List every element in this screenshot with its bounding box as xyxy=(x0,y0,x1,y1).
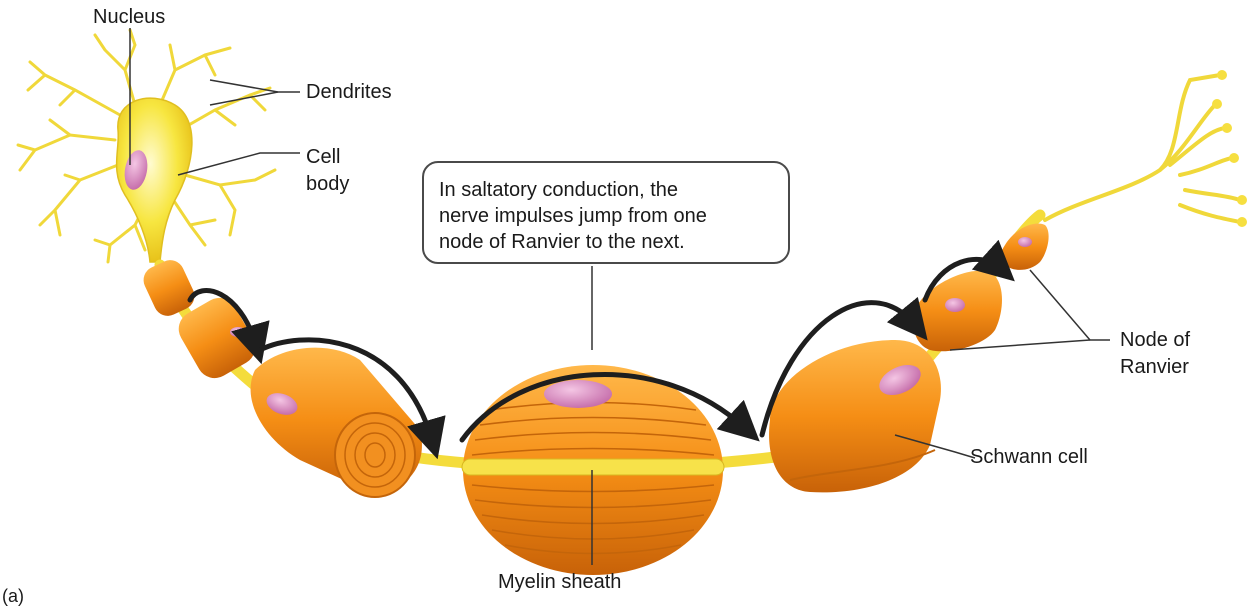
myelin-segment-2 xyxy=(251,348,422,497)
label-node-1: Node of xyxy=(1120,328,1190,352)
label-schwann-cell: Schwann cell xyxy=(970,445,1088,469)
callout-line-3: node of Ranvier to the next. xyxy=(439,229,774,255)
label-nucleus: Nucleus xyxy=(93,5,165,29)
label-node-2: Ranvier xyxy=(1120,355,1189,379)
callout-line-2: nerve impulses jump from one xyxy=(439,203,774,229)
callout-line-1: In saltatory conduction, the xyxy=(439,177,774,203)
myelin-segment-3 xyxy=(462,365,724,575)
label-cell-body-1: Cell xyxy=(306,145,340,169)
axon-terminals xyxy=(1045,75,1240,222)
label-dendrites: Dendrites xyxy=(306,80,392,104)
label-cell-body-2: body xyxy=(306,172,349,196)
panel-letter: (a) xyxy=(2,586,24,606)
terminal-buttons xyxy=(1212,70,1247,227)
myelin-segment-4 xyxy=(769,340,941,492)
label-myelin-sheath: Myelin sheath xyxy=(498,570,621,594)
callout-box: In saltatory conduction, the nerve impul… xyxy=(422,161,790,264)
